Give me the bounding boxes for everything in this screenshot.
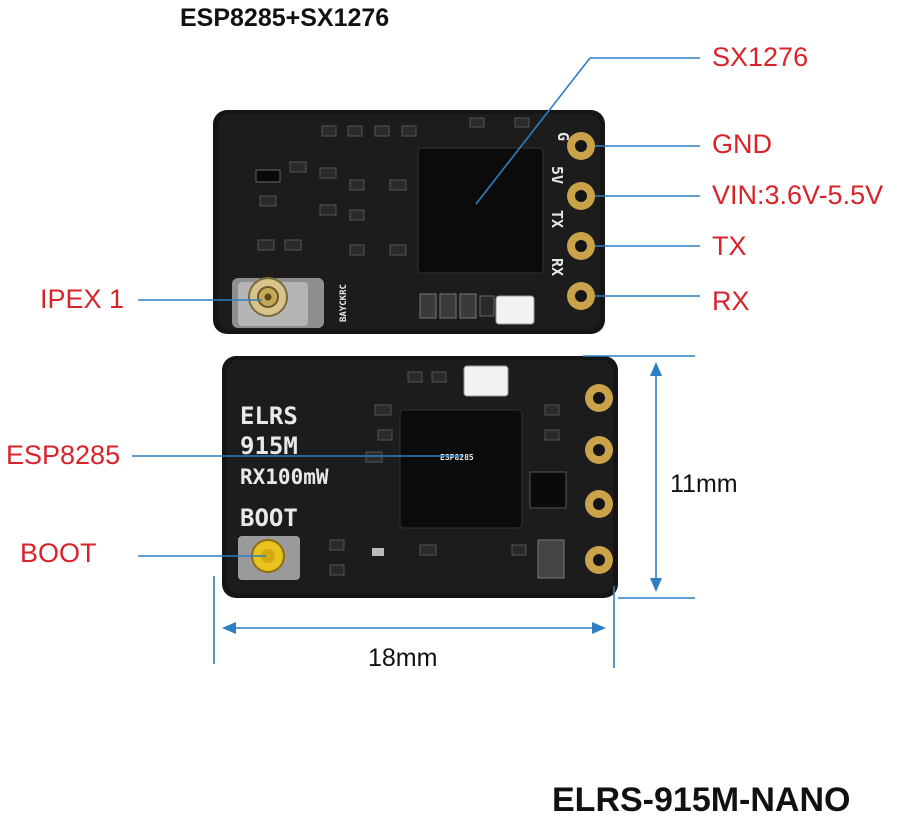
dimension-lines <box>213 355 695 668</box>
label-rx: RX <box>712 286 750 316</box>
diagram-title: ESP8285+SX1276 <box>180 4 390 32</box>
silk-rx: RX <box>548 258 566 276</box>
label-sx1276: SX1276 <box>712 42 809 72</box>
leader-lines <box>132 57 700 557</box>
silk-elrs-1: ELRS <box>240 402 298 430</box>
dimension-width-label: 18mm <box>368 644 438 672</box>
silk-elrs-3: RX100mW <box>240 465 329 489</box>
silk-brand: BAYCKRC <box>339 284 349 322</box>
label-esp8285: ESP8285 <box>6 440 121 470</box>
label-vin: VIN:3.6V-5.5V <box>712 180 884 210</box>
top-board: G 5V TX RX BAYCKRC <box>213 110 605 334</box>
boot-button-component <box>238 536 300 580</box>
label-tx: TX <box>712 231 747 261</box>
dimension-arrows <box>222 362 662 634</box>
silk-5v: 5V <box>548 166 566 184</box>
bottom-pads <box>585 384 613 574</box>
dimension-height-label: 11mm <box>670 470 738 498</box>
top-pads <box>567 132 595 310</box>
silk-tx: TX <box>548 210 566 228</box>
esp8285-chip <box>399 409 523 529</box>
label-gnd: GND <box>712 129 772 159</box>
sx1276-chip <box>417 147 544 274</box>
label-ipex: IPEX 1 <box>40 284 125 314</box>
ipex-connector <box>232 277 324 328</box>
bottom-board: ESP8285 <box>222 356 618 598</box>
product-name: ELRS-915M-NANO <box>552 781 851 819</box>
label-boot: BOOT <box>20 538 97 568</box>
silk-chip-mark: ESP8285 <box>440 453 474 462</box>
silk-boot: BOOT <box>240 504 298 532</box>
silk-g: G <box>554 132 572 141</box>
